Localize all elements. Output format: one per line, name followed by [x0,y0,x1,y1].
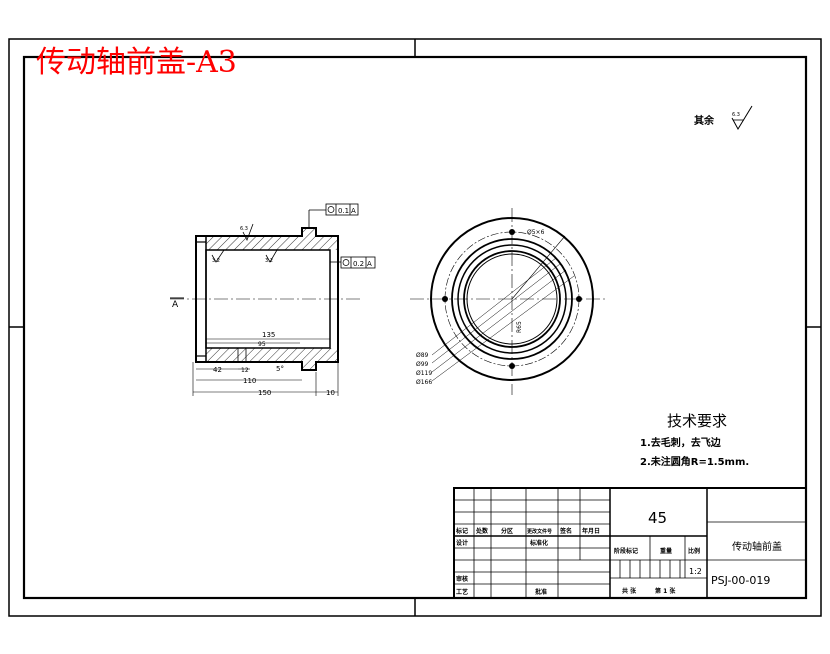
side-rough-mid1: 3.2 [212,258,220,264]
bolt-hole [442,296,448,302]
tb-drawing-no: PSJ-00-019 [711,574,770,587]
circle-89 [463,250,561,348]
tb-zone: 分区 [501,527,513,535]
tb-approve: 批准 [535,588,547,596]
dim-12: 12 [241,367,249,374]
tech-req-title: 技术要求 [667,412,727,430]
tol2-value: 0.2 [353,260,364,268]
side-rough-top: 6.3 [240,226,248,232]
front-leader-4 [431,269,567,373]
drawing-title: 传动轴前盖-A3 [36,45,237,80]
tb-review: 审核 [456,575,468,583]
tb-craft: 工艺 [456,588,468,596]
roughness-note-label: 其余 [694,114,715,127]
side-hatch-boss-top [303,229,315,237]
side-rough-top-icon [242,223,254,241]
tb-frame [453,487,807,599]
tb-revision-grid [454,488,611,598]
tb-sign: 签名 [559,527,572,535]
title-block: 标记 处数 分区 更改文件号 签名 年月日 设计 标准化 审核 工艺 批准 阶段… [453,487,807,599]
bolt-hole [576,296,582,302]
tb-design: 设计 [456,539,468,547]
front-leader-2 [431,257,557,356]
hole-label: Ø5×6 [527,229,545,236]
tol2-datum: A [367,260,372,268]
tb-ratio: 比例 [688,547,700,555]
r-label: R65 [516,321,523,333]
circle-119 [451,238,573,360]
side-rough-mid1-icon [211,249,225,263]
dia-99: Ø99 [416,361,429,368]
tb-mark: 标记 [455,527,468,535]
datum-label: A [172,300,179,310]
dim-42: 42 [213,366,222,374]
tol1-frame [325,203,359,216]
roughness-note-value: 6.3 [732,112,740,118]
runout-icon [327,206,335,213]
side-hatch-boss-bottom [303,361,315,369]
circle-inner [466,253,558,345]
dim-135: 135 [262,331,275,339]
side-hatch-top [206,237,337,250]
circle-99 [457,244,567,354]
tb-standard: 标准化 [529,539,548,547]
tb-sheet: 第 1 张 [654,587,676,595]
tol2-frame [340,256,376,269]
dim-150: 150 [258,389,271,397]
dia-166: Ø166 [416,379,432,386]
tb-middle-grid [610,488,806,598]
tol1-datum: A [351,207,356,215]
side-hatch-bottom [206,348,337,361]
tb-stage-mark: 阶段标记 [614,547,638,555]
roughness-symbol-icon [731,105,753,131]
side-rough-mid2-icon [265,249,278,263]
tb-part-name: 传动轴前盖 [732,540,782,553]
bolt-hole [509,363,515,369]
bolt-hole [509,229,515,235]
tb-scale: 1:2 [689,567,702,576]
front-circular-view: Ø5×6 R65 Ø89 Ø99 Ø119 Ø166 [410,208,605,395]
tb-weight: 重量 [660,547,672,555]
tech-req-item-1: 1.去毛刺，去飞边 [640,436,722,449]
dim-95: 95 [258,341,266,348]
tb-count: 处数 [475,527,489,535]
runout-icon [342,259,350,266]
dia-119: Ø119 [416,370,432,377]
front-leader-5 [431,275,575,382]
circle-outer [430,217,594,381]
tb-date: 年月日 [582,527,600,535]
tb-sheets: 共 张 [622,587,637,595]
dim-angle: 5° [276,365,284,373]
front-leader-1 [511,235,566,300]
dim-110: 110 [243,377,256,385]
front-leader-3 [431,263,561,364]
sheet-inner-frame [22,55,808,600]
tb-material: 45 [648,509,667,527]
tech-req-item-2: 2.未注圆角R=1.5mm. [640,455,749,468]
tb-change-doc: 更改文件号 [527,528,552,535]
tol1-value: 0.1 [338,207,349,215]
dim-10: 10 [326,389,335,397]
dia-89: Ø89 [416,352,429,359]
side-section-view: A 6.3 3.2 3.2 0.1 A 0.2 A 135 95 42 1 [170,203,376,397]
